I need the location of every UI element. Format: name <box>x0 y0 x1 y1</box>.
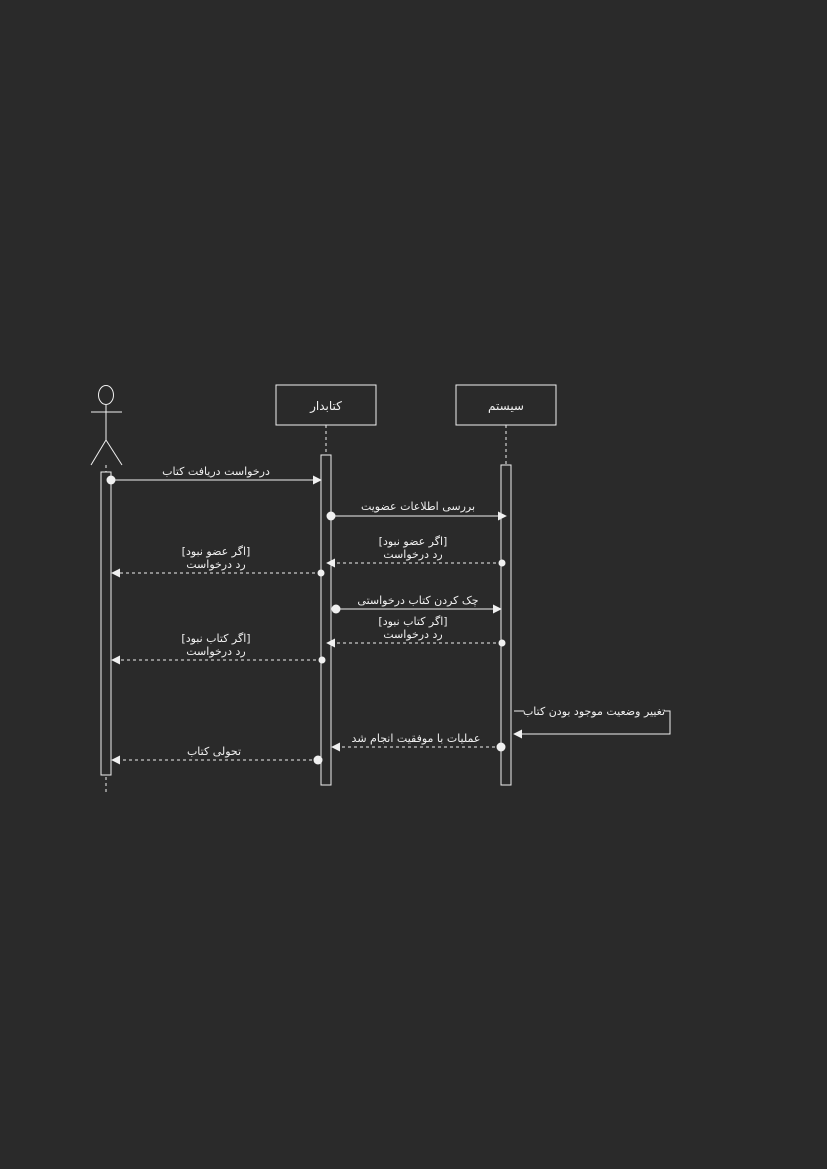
message-label: چک کردن کتاب درخواستی <box>357 594 478 607</box>
message-label-condition: [اگر عضو نبود] <box>379 535 448 548</box>
message-label: رد درخواست <box>383 548 442 561</box>
actor-stick-figure-icon <box>90 385 123 466</box>
message-label: بررسی اطلاعات عضویت <box>361 500 475 513</box>
message-request-book: درخواست دریافت کتاب <box>106 465 322 485</box>
message-label: رد درخواست <box>383 628 442 641</box>
message-label: تغییر وضعیت موجود بودن کتاب <box>523 705 665 718</box>
message-label: تحولی کتاب <box>187 745 241 758</box>
message-reject-not-member-to-librarian: [اگر عضو نبود] رد درخواست <box>326 535 506 568</box>
librarian-participant: کتابدار <box>275 384 377 426</box>
message-label: عملیات با موفقیت انجام شد <box>352 732 481 745</box>
system-box <box>455 384 557 426</box>
message-check-membership: بررسی اطلاعات عضویت <box>326 500 507 521</box>
librarian-label: کتابدار <box>309 399 342 414</box>
message-update-book-availability: تغییر وضعیت موجود بودن کتاب <box>514 705 671 734</box>
message-label: درخواست دریافت کتاب <box>162 465 270 478</box>
message-label: رد درخواست <box>186 558 245 571</box>
system-participant: سیستم <box>455 384 557 426</box>
message-label-condition: [اگر کتاب نبود] <box>378 615 447 628</box>
actor-activation-bar <box>100 471 112 776</box>
system-label: سیستم <box>488 399 524 413</box>
message-label: رد درخواست <box>186 645 245 658</box>
message-label-condition: [اگر عضو نبود] <box>182 545 251 558</box>
message-success: عملیات با موفقیت انجام شد <box>331 732 506 752</box>
librarian-activation-bar <box>320 454 332 786</box>
message-reject-not-member-to-actor: [اگر عضو نبود] رد درخواست <box>111 545 325 578</box>
message-deliver-book: تحولی کتاب <box>111 745 323 765</box>
message-reject-no-book-to-librarian: [اگر کتاب نبود] رد درخواست <box>326 615 506 648</box>
message-reject-no-book-to-actor: [اگر کتاب نبود] رد درخواست <box>111 632 326 665</box>
message-check-book: چک کردن کتاب درخواستی <box>331 594 502 614</box>
librarian-box <box>275 384 377 426</box>
system-activation-bar <box>500 464 512 786</box>
message-label-condition: [اگر کتاب نبود] <box>181 632 250 645</box>
